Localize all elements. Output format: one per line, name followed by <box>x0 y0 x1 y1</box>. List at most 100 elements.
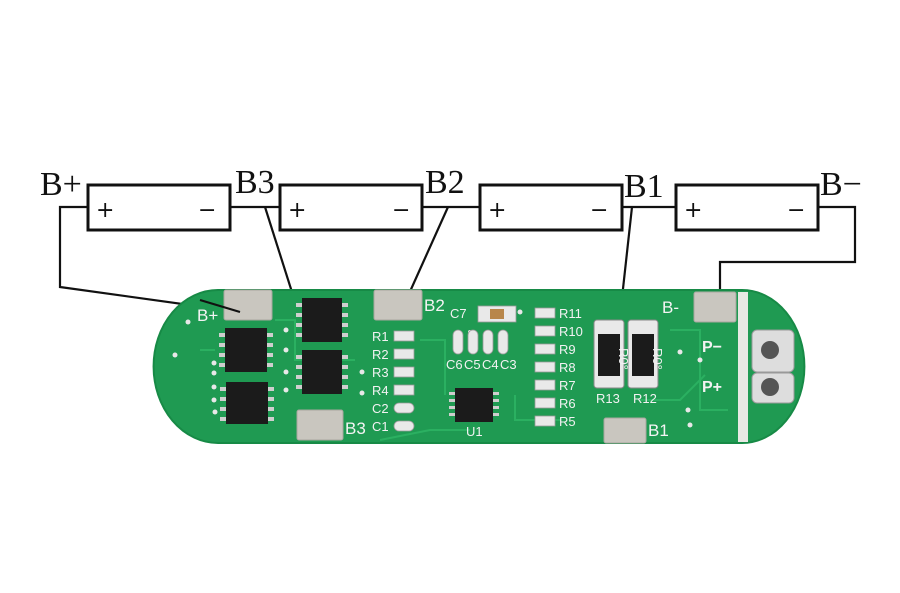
trace <box>420 339 446 395</box>
smd-resistor <box>534 397 556 409</box>
right-component-labels: R11 R10 R9 R8 R7 R6 R5 <box>559 306 583 429</box>
chip-pin <box>267 343 273 347</box>
silk-p-minus: P− <box>702 339 722 356</box>
chip-pin <box>267 333 273 337</box>
smd-resistor <box>393 384 415 396</box>
cap-row <box>452 305 517 355</box>
wire-b2 <box>406 206 450 297</box>
smd-resistor <box>534 379 556 391</box>
chip-pin <box>219 333 225 337</box>
pcb-board: R0° R0° B+ B2 B3 B1 B- P− P+ R1 R2 R3 R4… <box>152 289 806 444</box>
chip-pin <box>296 323 302 327</box>
label-c2: C2 <box>372 401 389 416</box>
chip-pin <box>268 417 274 421</box>
via <box>211 397 217 403</box>
mosfet-chip <box>302 298 342 342</box>
via <box>185 319 191 325</box>
via <box>212 409 218 415</box>
label-r12: R12 <box>633 391 657 406</box>
via <box>172 352 178 358</box>
via <box>677 349 683 355</box>
left-component-labels: R1 R2 R3 R4 C2 C1 <box>372 329 389 434</box>
chip-pin <box>220 417 226 421</box>
chip-pin <box>268 407 274 411</box>
cell-1: + − <box>86 183 232 232</box>
terminal-label-b3: B3 <box>235 164 275 201</box>
label-r8: R8 <box>559 360 576 375</box>
label-c1: C1 <box>372 419 389 434</box>
label-r1: R1 <box>372 329 389 344</box>
via <box>517 309 523 315</box>
label-c6: C6 <box>446 357 463 372</box>
cell-plus-sign: + <box>684 198 702 223</box>
via <box>359 369 365 375</box>
smd-capacitor <box>452 329 464 355</box>
trace <box>670 329 728 411</box>
chip-pin <box>449 399 455 402</box>
smd-resistor <box>534 361 556 373</box>
chip-pin <box>296 385 302 389</box>
via <box>685 407 691 413</box>
u1-chip-group <box>449 388 499 422</box>
cell-minus-sign: − <box>198 198 216 223</box>
cell-minus-sign: − <box>787 198 805 223</box>
shunt-resistors: R0° R0° <box>593 319 665 389</box>
chip-pin <box>219 353 225 357</box>
lead-b-plus-tip <box>199 298 241 314</box>
pcb-pad-labels: B+ B2 B3 B1 B- P− P+ <box>197 296 722 440</box>
solder-pads <box>223 289 737 444</box>
chip-pin <box>493 413 499 416</box>
mosfet-chip <box>226 382 268 424</box>
cell-plus-sign: + <box>488 198 506 223</box>
label-r2: R2 <box>372 347 389 362</box>
via <box>211 384 217 390</box>
label-c7: C7 <box>450 306 467 321</box>
chip-pin <box>342 323 348 327</box>
output-pads <box>751 329 795 404</box>
wire-b-minus <box>718 205 857 296</box>
via <box>211 360 217 366</box>
pad-b2 <box>373 289 423 321</box>
via <box>211 370 217 376</box>
chip-pin <box>493 406 499 409</box>
label-r4: R4 <box>372 383 389 398</box>
chip-pin <box>342 375 348 379</box>
r13-marking: R0° <box>616 348 631 370</box>
pad-b-minus <box>693 291 737 323</box>
smd-resistor <box>393 366 415 378</box>
label-r10: R10 <box>559 324 583 339</box>
smd-capacitor <box>393 402 415 414</box>
chip-pin <box>220 387 226 391</box>
chip-pin <box>449 413 455 416</box>
via <box>697 357 703 363</box>
via <box>283 327 289 333</box>
mosfet-chip <box>225 328 267 372</box>
via <box>359 390 365 396</box>
chip-pin <box>267 363 273 367</box>
chip-pin <box>296 303 302 307</box>
label-r11: R11 <box>559 306 582 321</box>
silk-b2: B2 <box>424 296 445 315</box>
cell-plus-sign: + <box>96 198 114 223</box>
chip-pin <box>219 363 225 367</box>
terminal-label-b-plus: B+ <box>40 166 82 203</box>
cell-body <box>478 183 624 232</box>
chip-pin <box>268 387 274 391</box>
chip-pin <box>268 397 274 401</box>
chip-pin <box>342 303 348 307</box>
label-u1: U1 <box>466 424 483 439</box>
chip-pin <box>296 375 302 379</box>
chip-pin <box>296 355 302 359</box>
pad-b3 <box>296 409 344 441</box>
cell-minus-sign: − <box>590 198 608 223</box>
r12-resistor <box>632 334 654 376</box>
pad-b1 <box>603 417 647 444</box>
label-r6: R6 <box>559 396 576 411</box>
chip-pin <box>493 392 499 395</box>
chip-pin <box>342 313 348 317</box>
smd-resistor <box>534 307 556 319</box>
chip-pins <box>449 392 499 416</box>
terminal-label-b2: B2 <box>425 164 465 201</box>
sop8-chips <box>219 298 348 424</box>
